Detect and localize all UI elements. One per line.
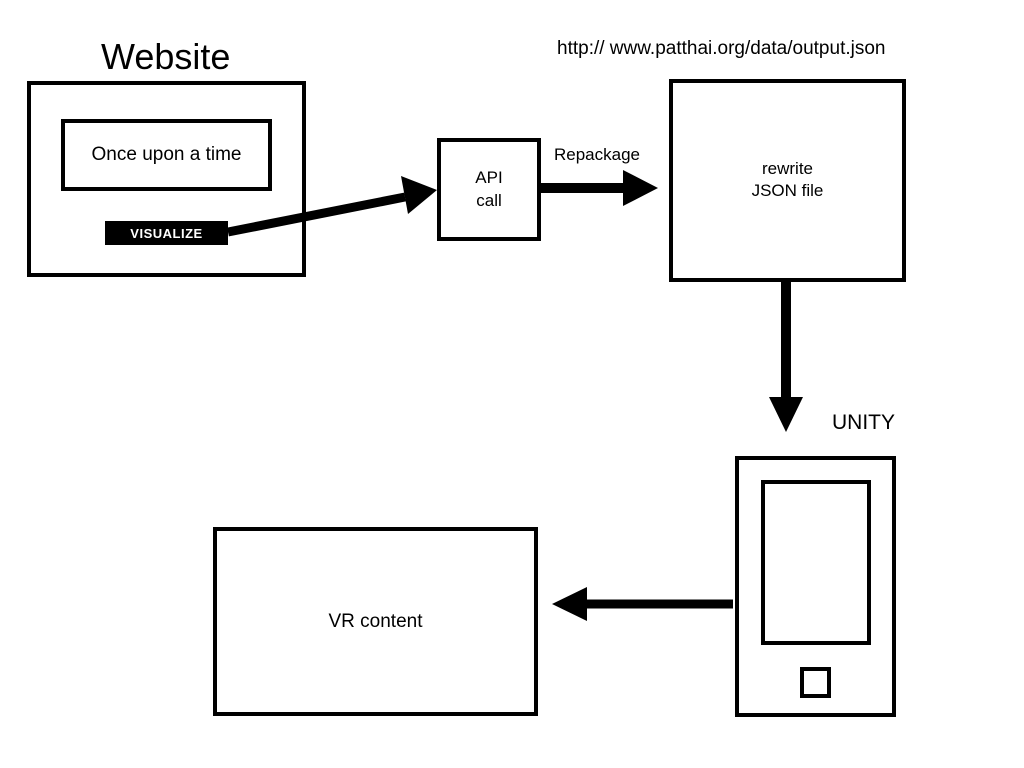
json-file-box: rewrite JSON file (669, 79, 906, 282)
vr-content-label: VR content (328, 610, 423, 632)
visualize-button[interactable]: VISUALIZE (105, 221, 228, 245)
repackage-label: Repackage (554, 145, 641, 164)
phone-home-button[interactable] (800, 667, 831, 698)
api-call-box: API call (437, 138, 541, 241)
story-input[interactable]: Once upon a time (61, 119, 272, 191)
arrow-json-to-unity (769, 282, 803, 432)
json-file-line1: rewrite (761, 159, 813, 178)
json-file-line2: JSON file (751, 181, 824, 201)
arrow-unity-to-vr (552, 587, 733, 621)
api-call-line2: call (476, 190, 502, 210)
unity-label: UNITY (832, 411, 895, 434)
json-url: http:// www.patthai.org/data/output.json (557, 38, 886, 59)
story-input-text: Once upon a time (91, 144, 242, 165)
vr-content-box: VR content (213, 527, 538, 716)
phone-screen (761, 480, 871, 645)
arrow-api-to-json (541, 170, 658, 206)
visualize-button-label: VISUALIZE (130, 225, 203, 241)
website-title: Website (101, 36, 231, 77)
api-call-line1: API (475, 168, 503, 188)
